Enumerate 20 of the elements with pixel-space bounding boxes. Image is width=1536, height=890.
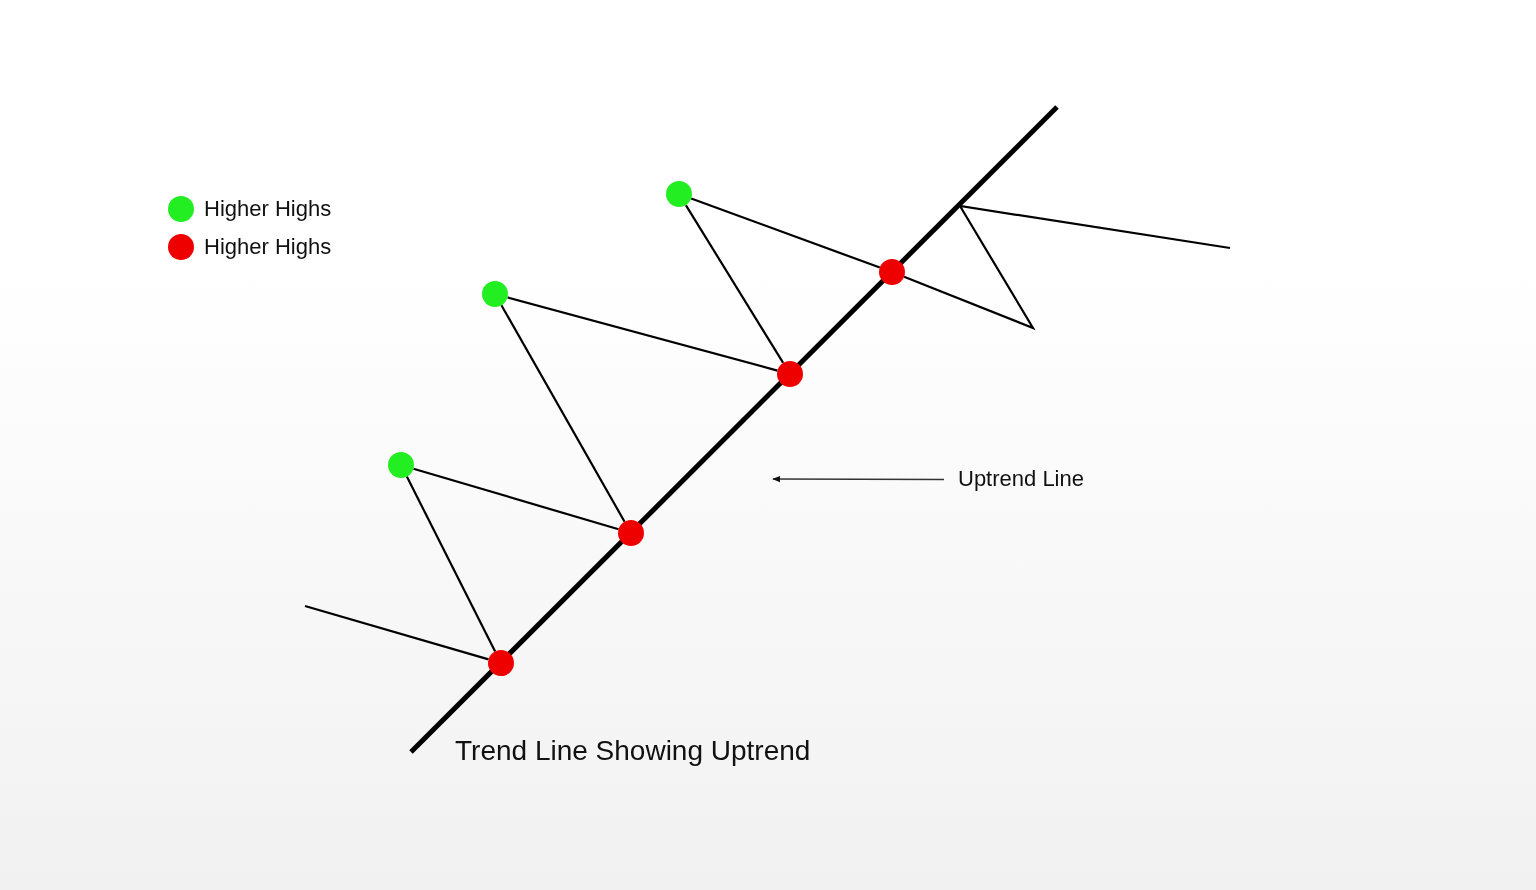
price-point [388,452,414,478]
price-line [304,604,489,661]
legend-label: Higher Highs [204,234,332,260]
price-point [777,361,803,387]
leader-arrow [772,475,945,483]
price-point [488,650,514,676]
price-line [507,296,778,372]
price-line [405,476,497,652]
price-line [903,204,1231,331]
price-line [413,467,619,531]
caption: Trend Line Showing Uptrend [455,735,811,767]
price-point [879,259,905,285]
price-point [618,520,644,546]
legend-label: Higher Highs [204,196,332,222]
price-line [684,204,785,364]
price-line [690,197,881,269]
price-point [666,181,692,207]
price-line [500,304,626,523]
annotation-text: Uptrend Line [958,466,1084,493]
price-point [482,281,508,307]
